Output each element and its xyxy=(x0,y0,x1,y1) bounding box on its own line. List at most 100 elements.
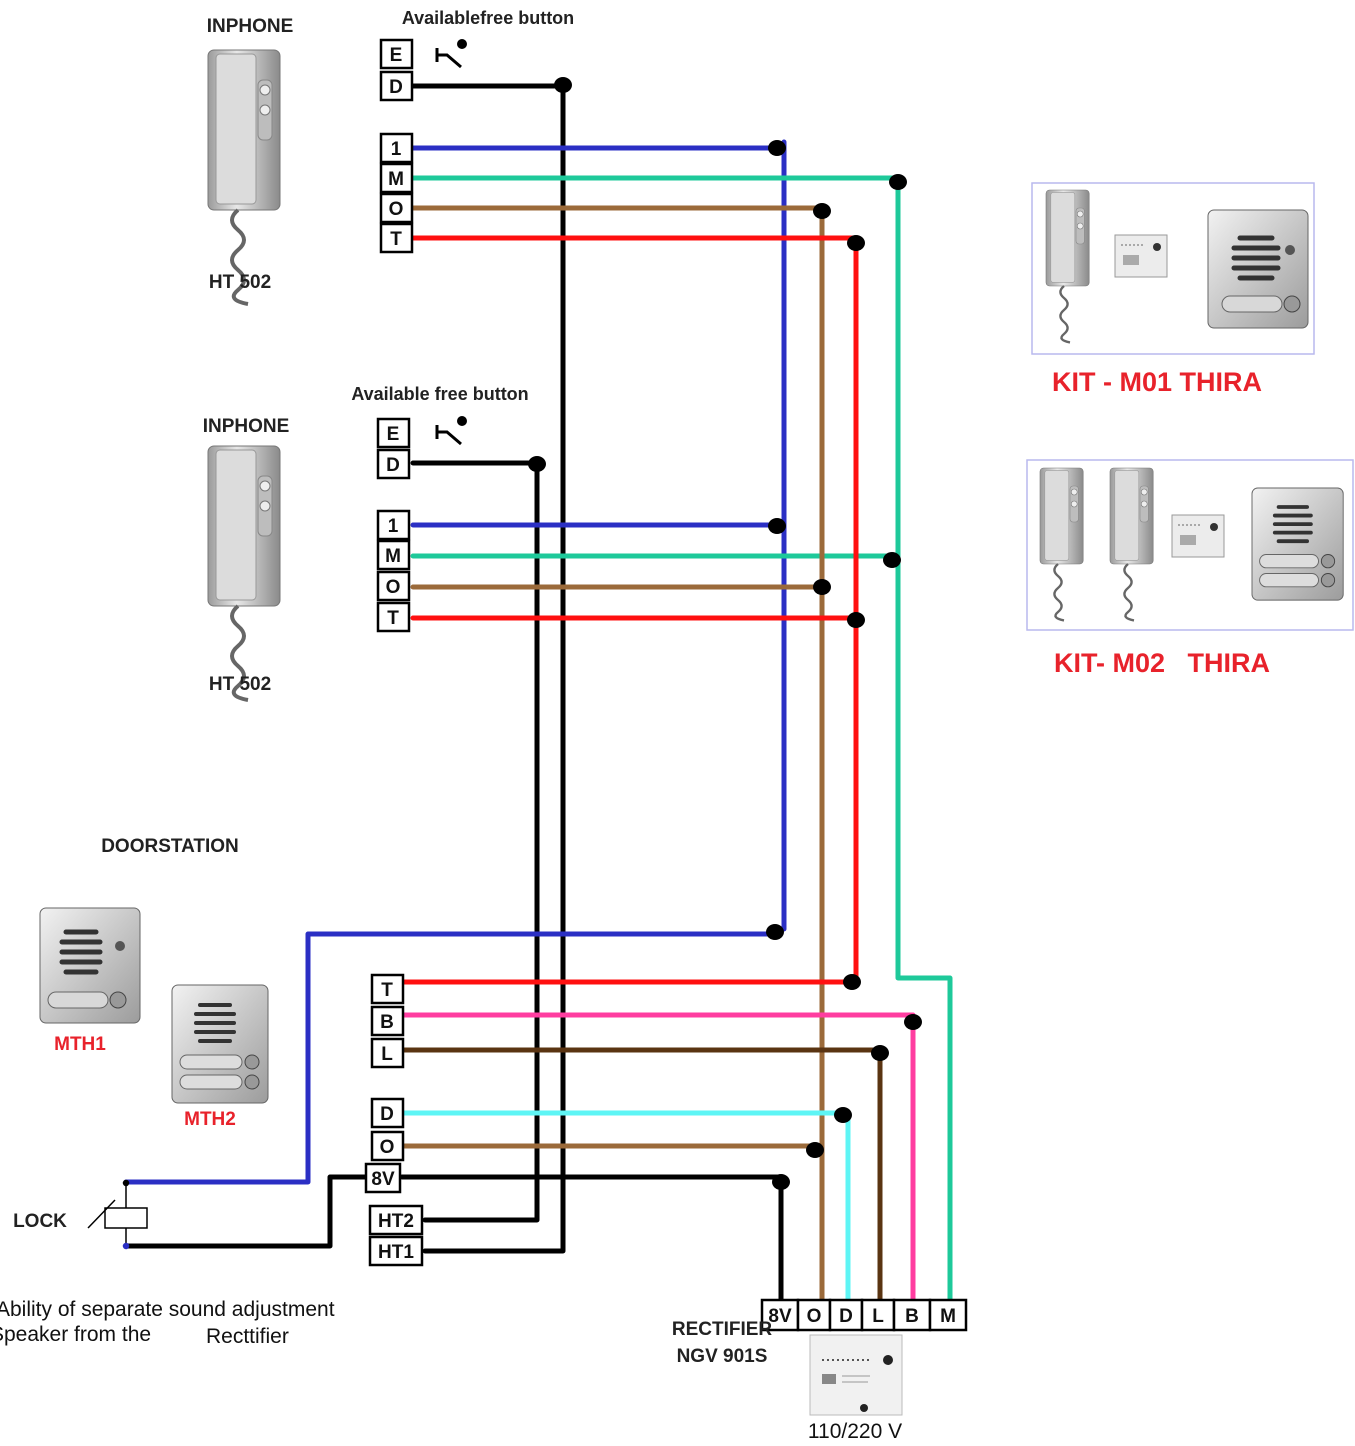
terminal-m: M xyxy=(385,546,401,567)
terminal-box xyxy=(892,1298,932,1332)
terminal-b: B xyxy=(905,1306,919,1327)
door-panel-mth1-label: MTH1 xyxy=(54,1034,106,1055)
terminal-box xyxy=(368,1235,424,1267)
terminal-box xyxy=(370,1037,405,1069)
rectifier-image xyxy=(809,1334,903,1416)
terminal-o: O xyxy=(386,577,401,598)
terminal-d: D xyxy=(389,77,403,98)
terminal-o: O xyxy=(807,1306,822,1327)
terminal-t: T xyxy=(387,608,399,629)
terminal-ht1: HT1 xyxy=(378,1242,414,1263)
handset-2-title: INPHONE xyxy=(203,416,290,437)
rectifier-terminals: 8V O D L B M xyxy=(760,1298,968,1332)
kit-m01-panel-image xyxy=(1207,209,1309,329)
doorstation-terminals: T B L D O 8V HT2 HT1 xyxy=(364,973,424,1267)
kit-m01-label: KIT - M01 THIRA xyxy=(1052,367,1262,397)
wire-8v-black xyxy=(399,1174,784,1306)
wire-1-blue xyxy=(123,139,787,1185)
terminal-box xyxy=(379,222,414,254)
terminal-b: B xyxy=(380,1012,394,1033)
wire-lock-black xyxy=(123,1174,369,1249)
terminal-box xyxy=(376,570,411,602)
terminal-l: L xyxy=(381,1044,393,1065)
doorstation: DOORSTATION MTH1 MTH2 T B L D O 8V HT2 H… xyxy=(40,836,424,1267)
doorstation-title: DOORSTATION xyxy=(101,836,239,857)
terminal-ht2: HT2 xyxy=(378,1211,414,1232)
terminal-d: D xyxy=(839,1306,853,1327)
kit-m02: KIT- M02 THIRA xyxy=(1026,459,1354,678)
terminal-box xyxy=(376,417,411,449)
terminal-t: T xyxy=(381,980,393,1001)
kit-m02-label: KIT- M02 THIRA xyxy=(1054,648,1270,678)
wire-ht2-black xyxy=(410,460,540,1223)
rectifier: 8V O D L B M RECTIFIER NGV 901S 110/220 … xyxy=(672,1298,968,1443)
terminal-e: E xyxy=(390,45,403,66)
wire-o-brown xyxy=(399,205,825,1306)
handset-1-model: HT 502 xyxy=(209,272,271,293)
terminal-box xyxy=(379,38,414,70)
handset-2: INPHONE HT 502 Available free button E D… xyxy=(203,384,529,702)
kit-m01-rectifier-image xyxy=(1114,234,1168,278)
terminal-m: M xyxy=(388,169,404,190)
terminal-box xyxy=(376,539,411,571)
wire-ht1-black xyxy=(410,83,566,1254)
switch-icon xyxy=(435,416,467,446)
kit-m02-panel-image xyxy=(1250,486,1346,602)
handset-2-image xyxy=(206,444,282,702)
terminal-d: D xyxy=(380,1104,394,1125)
handset-2-model: HT 502 xyxy=(209,674,271,695)
door-panel-mth1-image xyxy=(40,908,140,1023)
handset-1-free-button-label: Availablefree button xyxy=(402,8,574,28)
wire-d-cyan xyxy=(399,1110,851,1306)
terminal-box xyxy=(368,1204,424,1236)
terminal-box xyxy=(796,1298,832,1332)
lock-icon xyxy=(87,1179,148,1250)
handset-1-image xyxy=(206,48,282,306)
wire-m-green xyxy=(410,175,953,1306)
handset-2-free-button-label: Available free button xyxy=(351,384,528,404)
note-line-2b: Recttifier xyxy=(206,1325,289,1348)
door-panel-mth2-image xyxy=(170,983,270,1105)
terminal-8v: 8V xyxy=(371,1169,395,1190)
note: Ability of separate sound adjustment Spe… xyxy=(0,1298,335,1348)
terminal-1: 1 xyxy=(391,139,402,160)
kit-m02-rectifier-image xyxy=(1171,514,1225,558)
terminal-box xyxy=(364,1162,402,1194)
terminal-box xyxy=(370,1130,405,1162)
terminal-o: O xyxy=(389,199,404,220)
terminal-8v: 8V xyxy=(768,1306,792,1327)
handset-1-title: INPHONE xyxy=(207,16,294,37)
terminal-box xyxy=(379,162,414,194)
wire-b-pink xyxy=(399,1012,916,1306)
rectifier-title-line1: RECTIFIER xyxy=(672,1319,773,1340)
rectifier-supply-voltage: 110/220 V xyxy=(808,1420,902,1443)
handset-2-terminals: E D 1 M O T xyxy=(376,417,411,633)
wire-t-red xyxy=(399,235,859,985)
terminal-box xyxy=(860,1298,896,1332)
terminal-t: T xyxy=(390,229,402,250)
terminal-box xyxy=(928,1298,968,1332)
note-line-2a: Speaker from the xyxy=(0,1323,151,1346)
terminal-box xyxy=(760,1298,800,1332)
terminal-l: L xyxy=(872,1306,884,1327)
lock-label: LOCK xyxy=(13,1211,67,1232)
terminal-1: 1 xyxy=(388,516,399,537)
terminal-box xyxy=(376,601,411,633)
terminal-box xyxy=(376,509,411,541)
terminal-d: D xyxy=(386,455,400,476)
terminal-box xyxy=(370,1005,405,1037)
lock: LOCK xyxy=(13,1179,148,1250)
terminal-box xyxy=(376,448,411,480)
terminal-box xyxy=(379,132,414,164)
terminal-box xyxy=(370,1097,405,1129)
door-panel-mth2-label: MTH2 xyxy=(184,1109,236,1130)
kit-m01: KIT - M01 THIRA xyxy=(1031,182,1315,397)
terminal-o: O xyxy=(380,1137,395,1158)
terminal-e: E xyxy=(387,424,400,445)
handset-1-terminals: E D 1 M O T xyxy=(379,38,414,254)
handset-1: INPHONE HT 502 Availablefree button E D … xyxy=(206,8,574,306)
terminal-box xyxy=(379,70,414,102)
junction-dots xyxy=(528,77,922,1190)
terminal-m: M xyxy=(940,1306,956,1327)
